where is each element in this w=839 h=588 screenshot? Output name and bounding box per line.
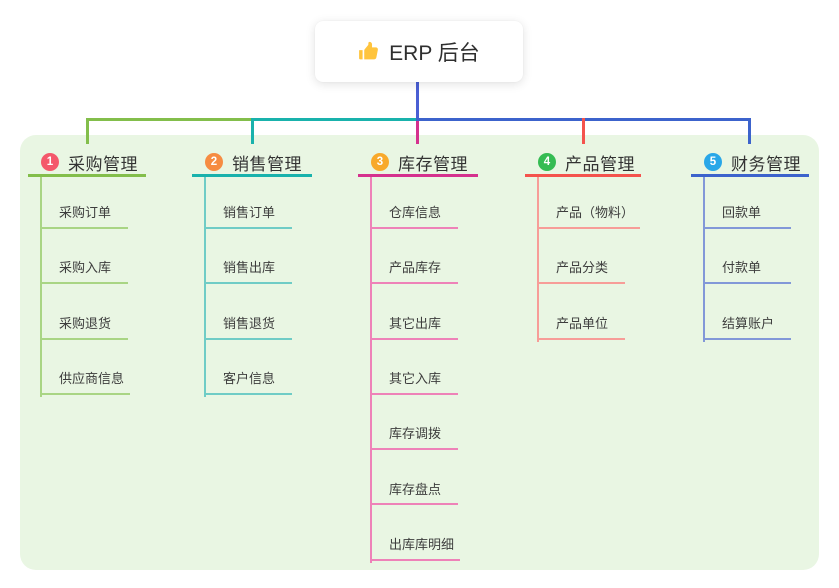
child-label: 产品分类 <box>537 260 625 285</box>
connector-drop-purchase <box>86 118 89 144</box>
branch-trunk-line <box>40 177 42 397</box>
child-label: 出库库明细 <box>370 537 461 561</box>
child-label: 回款单 <box>703 205 791 229</box>
child-node[interactable]: 回款单 <box>691 177 809 229</box>
child-label: 其它入库 <box>370 371 458 395</box>
branch-sales-management: 2 销售管理 销售订单 销售出库 销售退货 客户信息 <box>192 150 312 397</box>
child-label: 仓库信息 <box>370 205 458 229</box>
child-label: 采购退货 <box>40 316 128 340</box>
branch-label: 采购管理 <box>68 154 138 174</box>
branch-header[interactable]: 5 财务管理 <box>691 150 809 177</box>
branch-label: 销售管理 <box>232 154 302 174</box>
child-node[interactable]: 客户信息 <box>192 340 312 395</box>
thumbs-up-icon <box>358 41 380 63</box>
connector-h-green <box>86 118 254 121</box>
child-node[interactable]: 付款单 <box>691 229 809 285</box>
branch-header[interactable]: 4 产品管理 <box>525 150 641 177</box>
branch-header[interactable]: 2 销售管理 <box>192 150 312 177</box>
child-node[interactable]: 产品分类 <box>525 229 641 285</box>
child-node[interactable]: 销售订单 <box>192 177 312 229</box>
child-node[interactable]: 库存调拨 <box>358 395 478 451</box>
child-label: 销售出库 <box>204 260 292 285</box>
child-node[interactable]: 出库库明细 <box>358 505 478 561</box>
branch-number-badge: 5 <box>704 153 722 171</box>
child-node[interactable]: 其它出库 <box>358 284 478 340</box>
connector-drop-sales <box>251 118 254 144</box>
branch-number-badge: 3 <box>371 153 389 171</box>
root-node[interactable]: ERP 后台 <box>315 21 523 82</box>
branch-children: 仓库信息 产品库存 其它出库 其它入库 库存调拨 库存盘点 出库库明细 <box>358 177 478 561</box>
child-node[interactable]: 采购订单 <box>28 177 146 229</box>
branch-number-badge: 1 <box>41 153 59 171</box>
child-node[interactable]: 结算账户 <box>691 284 809 340</box>
child-node[interactable]: 库存盘点 <box>358 450 478 506</box>
connector-drop-inventory <box>416 121 419 144</box>
child-node[interactable]: 销售出库 <box>192 229 312 285</box>
child-label: 产品（物料） <box>537 205 641 229</box>
branch-children: 销售订单 销售出库 销售退货 客户信息 <box>192 177 312 395</box>
child-node[interactable]: 产品（物料） <box>525 177 641 229</box>
branch-children: 回款单 付款单 结算账户 <box>691 177 809 340</box>
child-node[interactable]: 采购退货 <box>28 284 146 340</box>
connector-drop-product <box>582 118 585 144</box>
child-label: 付款单 <box>703 260 791 285</box>
child-label: 供应商信息 <box>40 371 131 395</box>
branch-header[interactable]: 3 库存管理 <box>358 150 478 177</box>
child-node[interactable]: 销售退货 <box>192 284 312 340</box>
branch-label: 产品管理 <box>565 154 635 174</box>
branch-inventory-management: 3 库存管理 仓库信息 产品库存 其它出库 其它入库 库存调拨 库存盘点 出库库… <box>358 150 478 563</box>
branch-product-management: 4 产品管理 产品（物料） 产品分类 产品单位 <box>525 150 641 342</box>
child-label: 库存调拨 <box>370 426 458 451</box>
branch-number-badge: 4 <box>538 153 556 171</box>
child-label: 其它出库 <box>370 316 458 340</box>
branch-label: 库存管理 <box>398 154 468 174</box>
child-node[interactable]: 供应商信息 <box>28 340 146 395</box>
child-node[interactable]: 采购入库 <box>28 229 146 285</box>
child-node[interactable]: 仓库信息 <box>358 177 478 229</box>
child-node[interactable]: 产品单位 <box>525 284 641 340</box>
branch-trunk-line <box>370 177 372 563</box>
branch-trunk-line <box>537 177 539 342</box>
child-label: 采购入库 <box>40 260 128 285</box>
connector-h-teal <box>251 118 419 121</box>
root-title: ERP 后台 <box>389 41 480 65</box>
child-label: 采购订单 <box>40 205 128 229</box>
child-label: 产品单位 <box>537 316 625 340</box>
child-label: 产品库存 <box>370 260 458 285</box>
branches-panel <box>20 135 819 570</box>
branch-trunk-line <box>204 177 206 397</box>
child-node[interactable]: 其它入库 <box>358 340 478 395</box>
child-node[interactable]: 产品库存 <box>358 229 478 285</box>
branch-number-badge: 2 <box>205 153 223 171</box>
branch-label: 财务管理 <box>731 154 801 174</box>
branch-finance-management: 5 财务管理 回款单 付款单 结算账户 <box>691 150 809 342</box>
child-label: 结算账户 <box>703 316 791 340</box>
branch-children: 采购订单 采购入库 采购退货 供应商信息 <box>28 177 146 395</box>
branch-trunk-line <box>703 177 705 342</box>
branch-header[interactable]: 1 采购管理 <box>28 150 146 177</box>
connector-stem <box>416 82 419 120</box>
child-label: 库存盘点 <box>370 482 458 506</box>
child-label: 客户信息 <box>204 371 292 395</box>
child-label: 销售订单 <box>204 205 292 229</box>
branch-purchase-management: 1 采购管理 采购订单 采购入库 采购退货 供应商信息 <box>28 150 146 397</box>
child-label: 销售退货 <box>204 316 292 340</box>
branch-children: 产品（物料） 产品分类 产品单位 <box>525 177 641 340</box>
connector-drop-finance <box>748 118 751 144</box>
